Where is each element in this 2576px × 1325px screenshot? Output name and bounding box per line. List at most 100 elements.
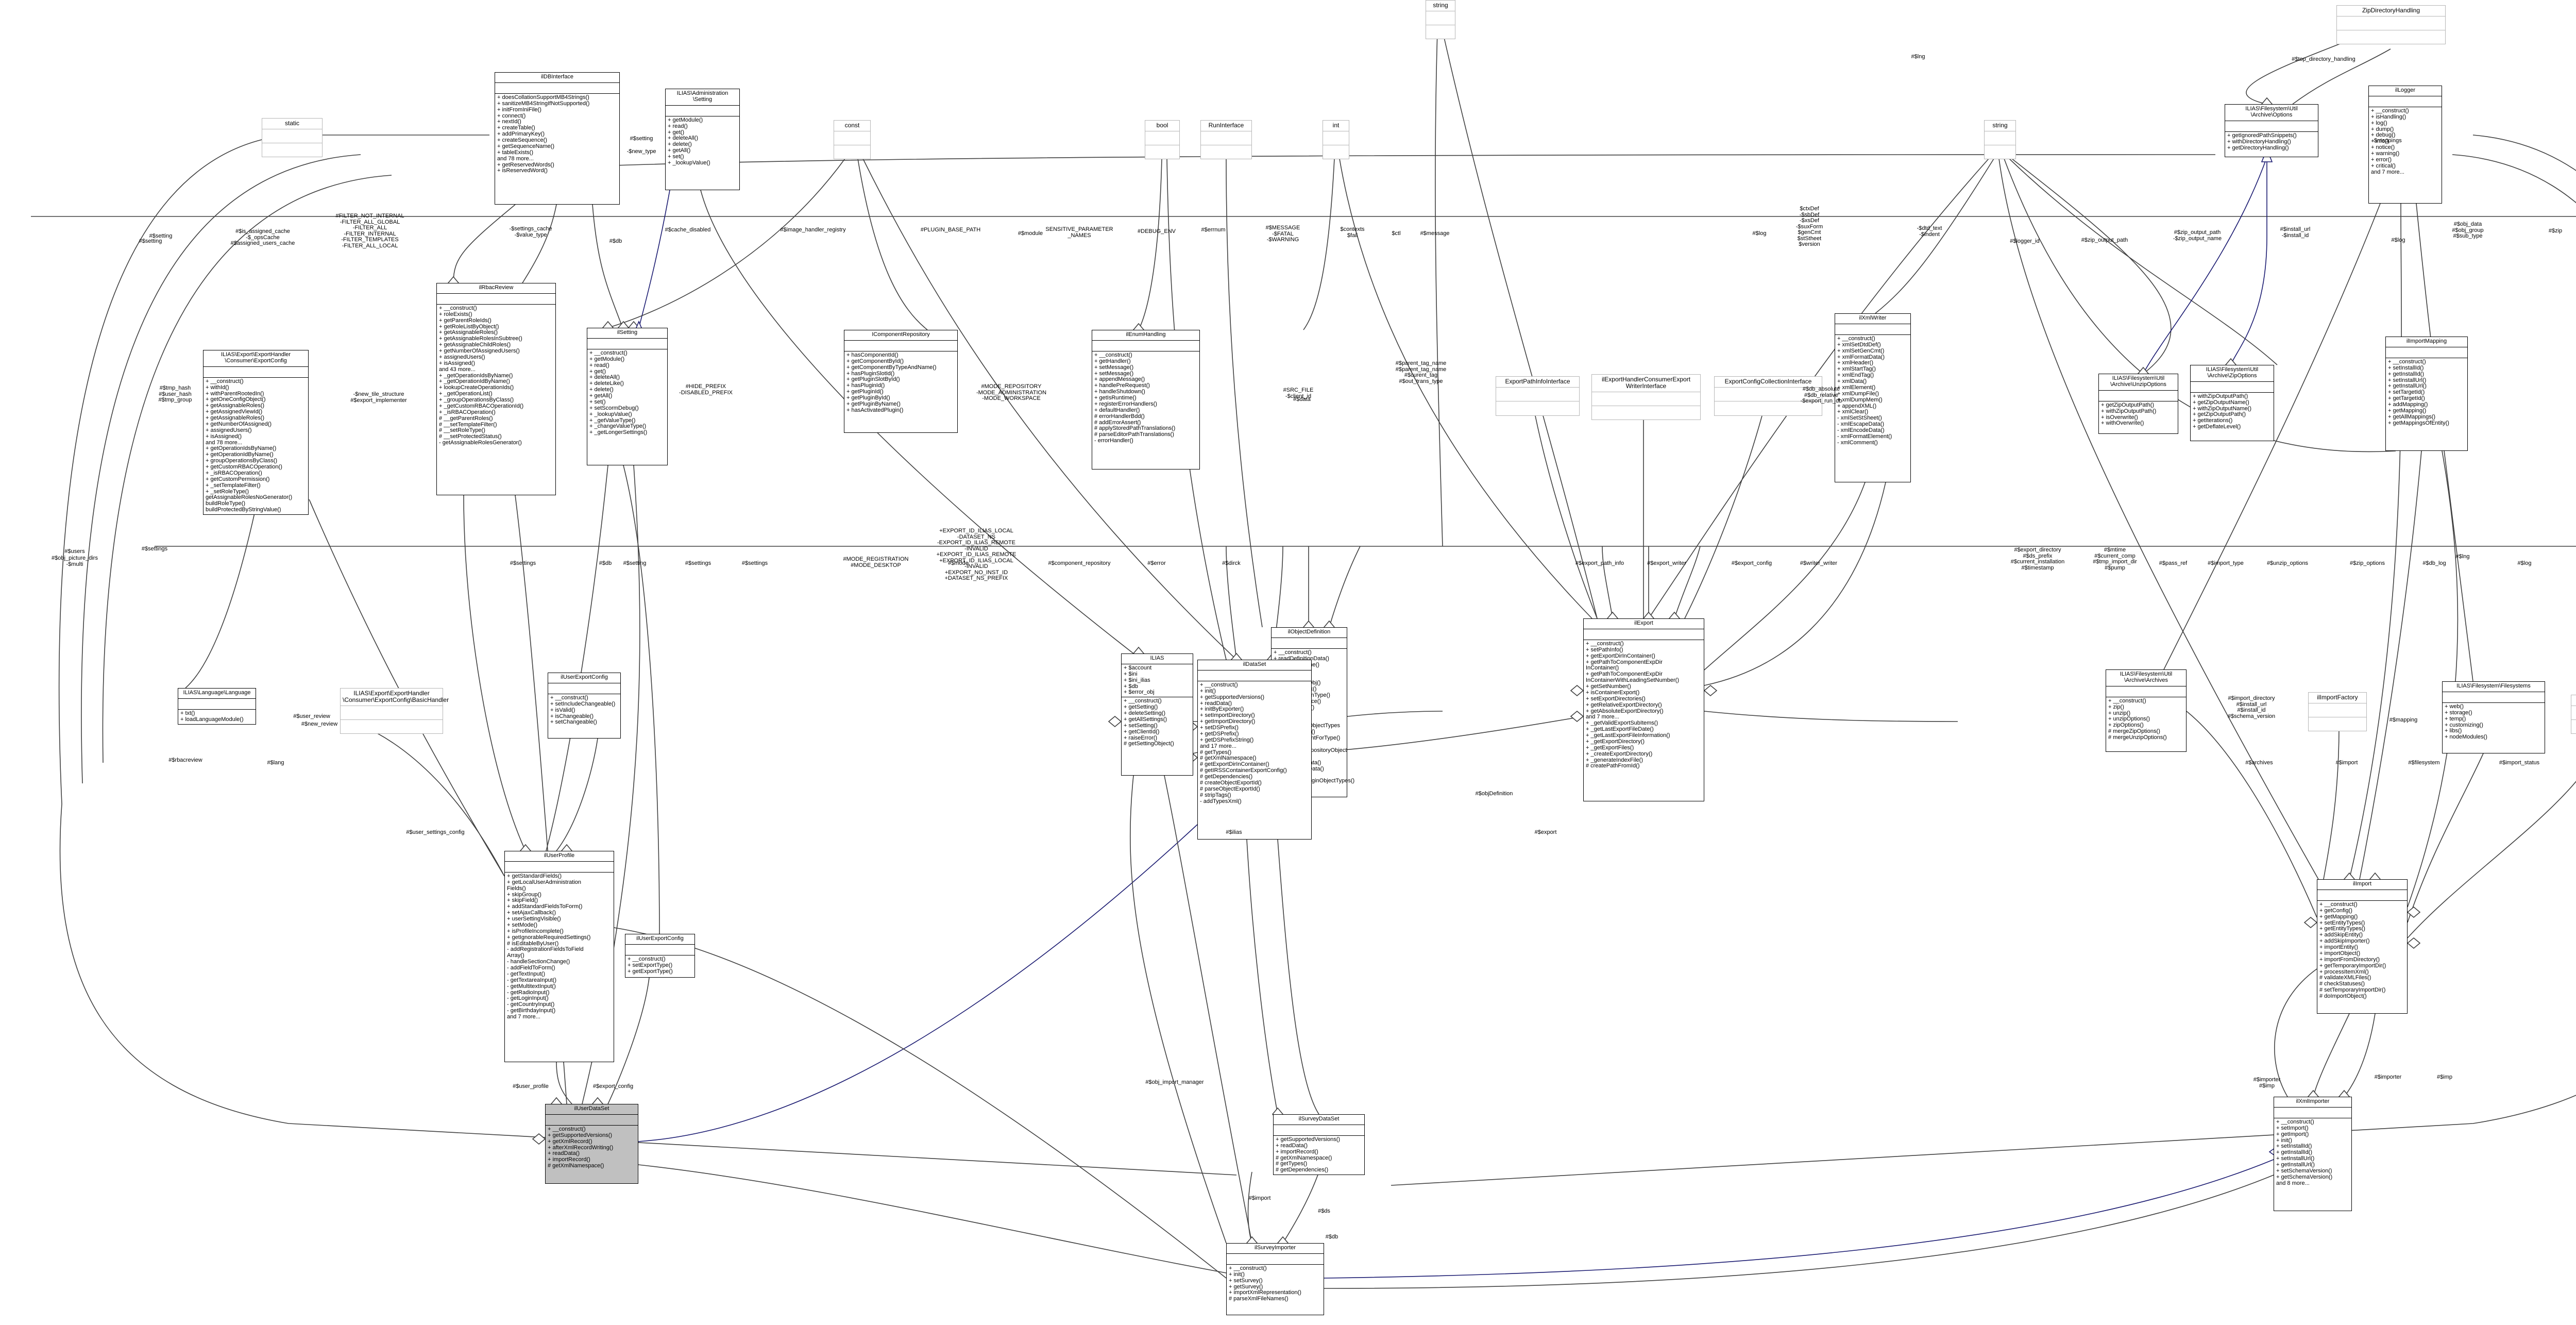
- class-attributes: [1592, 392, 1700, 406]
- class-operation-row: + __construct(): [1200, 681, 1238, 688]
- class-node-ilsurveydataset[interactable]: ilSurveyDataSet+ getSupportedVersions()+…: [1273, 1114, 1365, 1176]
- class-node-int[interactable]: int: [1323, 120, 1349, 159]
- class-operation-row: + getInstallId(): [2388, 371, 2425, 377]
- class-node-ildataset[interactable]: ilDataSet+ __construct()+ init()+ getSup…: [1197, 660, 1312, 840]
- class-node-ilias-filesystem-filesystems[interactable]: ILIAS\Filesystem\Filesystems+ web()+ sto…: [2442, 681, 2545, 753]
- class-node-ilimportfactory[interactable]: ilImportFactory: [2308, 692, 2367, 731]
- edge-label: #$new_review: [301, 721, 338, 727]
- class-operation-row: + getConfig(): [2319, 907, 2352, 914]
- edge-label: #$error: [1147, 560, 1166, 566]
- class-node-ilexport[interactable]: ilExport+ __construct()+ setPathInfo()+ …: [1583, 618, 1704, 801]
- class-node-ilenumhandling[interactable]: ilEnumHandling+ __construct()+ getHandle…: [1092, 330, 1200, 469]
- class-operation-row: + nodeModules(): [2445, 734, 2487, 741]
- class-operation-row: - xmlFormatElement(): [1837, 433, 1892, 440]
- class-operations: + withZipOutputPath()+ getZipOutputName(…: [2191, 393, 2274, 431]
- edge-label: #$lng: [1911, 54, 1925, 60]
- class-node-exportconfigcollectioninterface[interactable]: ExportConfigCollectionInterface: [1714, 376, 1822, 416]
- class-operation-row: + getTargetId(): [2388, 395, 2425, 402]
- class-operation-row: + xmlDumpMem(): [1837, 396, 1883, 403]
- class-node-ilimportstatusfactory[interactable]: ilImportStatusFactory: [2571, 695, 2576, 734]
- class-operation-row: - xmlEncodeData(): [1837, 427, 1885, 433]
- edge-label: #$logger_id: [2010, 238, 2040, 244]
- class-title: ilExport: [1584, 619, 1704, 629]
- class-node-ilsurveyimporter[interactable]: ilSurveyImporter+ __construct()+ init()+…: [1226, 1243, 1324, 1315]
- class-operations: + __construct()+ setInstallId()+ getInst…: [2386, 358, 2467, 428]
- class-title: RunInterface: [1201, 121, 1251, 131]
- class-node-ilimportmapping[interactable]: ilImportMapping+ __construct()+ setInsta…: [2385, 337, 2468, 451]
- class-operation-row: + _isRBACOperation(): [206, 469, 262, 476]
- class-node-zipdirectoryhandling[interactable]: ZipDirectoryHandling: [2336, 5, 2446, 44]
- class-node-iluserdataset[interactable]: ilUserDataSet+ __construct()+ getSupport…: [545, 1104, 638, 1184]
- class-title: ILIAS\Filesystem\Util \Archive\UnzipOpti…: [2099, 374, 2178, 391]
- class-node-ilexporthandlerconsumerexportwriterinterface[interactable]: ilExportHandlerConsumerExport WriterInte…: [1591, 374, 1701, 420]
- class-attributes: [1426, 11, 1455, 25]
- class-operation-row: + read(): [589, 362, 609, 368]
- class-operation-row: + getSetNumber(): [1586, 683, 1631, 690]
- class-operation-row: # getExportDirInContainer(): [1200, 761, 1269, 768]
- class-operation-row: and 78 more...: [206, 439, 242, 446]
- class-operation-row: + xmlSetGenCmt(): [1837, 347, 1885, 354]
- class-operation-row: # getTypes(): [1200, 749, 1232, 756]
- class-node-illogger[interactable]: ilLogger+ __construct()+ isHandling()+ l…: [2368, 86, 2442, 204]
- class-node-iluserexportconfig-mid[interactable]: ilUserExportConfig+ __construct()+ setEx…: [625, 934, 695, 978]
- class-node-ilxmlwriter[interactable]: ilXmlWriter+ __construct()+ xmlSetDtdDef…: [1835, 313, 1911, 482]
- edge-label: #$zip_output_path -$zip_output_name: [2173, 229, 2222, 242]
- class-node-const[interactable]: const: [834, 120, 871, 159]
- class-node-ilias-filesystem-util-archive-options[interactable]: ILIAS\Filesystem\Util \Archive\Options+ …: [2225, 104, 2318, 157]
- class-operation-row: Fields(): [507, 885, 526, 892]
- edge-label: #$log: [1752, 230, 1767, 237]
- class-node-bool[interactable]: bool: [1145, 120, 1180, 159]
- class-operation-row: + getIgnorableRequiredSettings(): [507, 934, 591, 941]
- class-operation-row: + createTable(): [497, 125, 535, 131]
- class-operation-row: + getModule(): [589, 356, 625, 362]
- class-operation-row: + addSkipImporter(): [2319, 938, 2370, 945]
- class-title: ExportPathInfoInterface: [1496, 377, 1579, 388]
- class-operation-row: + getComponentByTypeAndName(): [846, 364, 937, 371]
- class-node-exportpathinfointerface[interactable]: ExportPathInfoInterface: [1496, 376, 1580, 416]
- class-node-ilias-administration-setting[interactable]: ILIAS\Administration \Setting+ getModule…: [665, 89, 740, 190]
- class-node-ilias-exporthandler-consumer-exportconfig[interactable]: ILIAS\Export\ExportHandler \Consumer\Exp…: [203, 350, 309, 515]
- class-operation-row: + setExportType(): [628, 962, 673, 968]
- class-operation-row: + unzip(): [2108, 710, 2131, 716]
- class-node-ilias-filesystem-util-archive-unzipoptions[interactable]: ILIAS\Filesystem\Util \Archive\UnzipOpti…: [2098, 374, 2178, 434]
- class-operation-row: + _lookupValue(): [668, 159, 710, 166]
- class-operation-row: + setImportDirectory(): [1200, 712, 1255, 719]
- class-node-ilias-filesystem-util-archive-archives[interactable]: ILIAS\Filesystem\Util \Archive\Archives+…: [2106, 669, 2187, 752]
- class-node-runinterface[interactable]: RunInterface: [1200, 120, 1252, 159]
- class-operation-row: # getXmlNamespace(): [548, 1163, 604, 1169]
- class-title: ZipDirectoryHandling: [2337, 6, 2445, 16]
- class-node-icomponentrepository[interactable]: IComponentRepository+ hasComponentId()+ …: [844, 330, 958, 433]
- class-operation-row: + _createExportDirectory(): [1586, 750, 1653, 757]
- edge-label: $ctl: [1392, 230, 1401, 237]
- edge-label: #$zip_options: [2350, 560, 2385, 566]
- class-attributes: [2106, 686, 2186, 697]
- class-operation-row: + libs(): [2445, 728, 2462, 734]
- class-node-string-top[interactable]: string: [1426, 0, 1455, 39]
- class-node-ilias-filesystem-util-archive-zipoptions[interactable]: ILIAS\Filesystem\Util \Archive\ZipOption…: [2190, 365, 2274, 441]
- class-title: ILIAS\Filesystem\Util \Archive\Options: [2225, 105, 2318, 121]
- class-node-iluserprofile[interactable]: ilUserProfile+ getStandardFields()+ getL…: [504, 851, 614, 1062]
- class-operation-row: + storage(): [2445, 709, 2472, 716]
- class-node-iluserexportconfig-top[interactable]: ilUserExportConfig+ __construct()+ setIn…: [548, 673, 621, 739]
- class-title: static: [262, 119, 322, 129]
- class-node-ilias-language-language[interactable]: ILIAS\Language\Language+ txt()+ loadLang…: [178, 688, 256, 725]
- class-operation-row: + __construct(): [1124, 698, 1162, 705]
- edge-label: #MODE_REGISTRATION #MODE_DESKTOP: [843, 556, 909, 568]
- class-operation-row: + getAssignableRoles(): [206, 402, 265, 409]
- class-node-ilsetting[interactable]: ilSetting+ __construct()+ getModule()+ r…: [587, 328, 668, 465]
- class-node-ilxmlimporter[interactable]: ilXmlImporter+ __construct()+ setImport(…: [2274, 1097, 2352, 1211]
- class-operation-row: + get(): [589, 368, 606, 375]
- class-node-static[interactable]: static: [262, 118, 323, 157]
- class-operation-row: + _groupOperationsByClass(): [439, 397, 514, 403]
- class-operation-row: + xmlElement(): [1837, 384, 1876, 391]
- class-operation-row: + setInstallId(): [2276, 1143, 2312, 1150]
- class-node-ilias[interactable]: ILIAS+ $account+ $ini+ $ini_ilias+ $db+ …: [1121, 653, 1193, 776]
- class-operation-row: + init(): [2276, 1137, 2292, 1144]
- class-node-ildbinterface[interactable]: ilDBInterface+ doesCollationSupportMB4St…: [495, 72, 620, 205]
- class-node-ilimport[interactable]: ilImport+ __construct()+ getConfig()+ ge…: [2317, 879, 2408, 1014]
- class-node-ilrbacreview[interactable]: ilRbacReview+ __construct()+ roleExists(…: [436, 283, 556, 495]
- class-node-ilias-exporthandler-consumer-exportconfig-basichandler[interactable]: ILIAS\Export\ExportHandler \Consumer\Exp…: [340, 688, 449, 734]
- class-operation-row: # createPathFromId(): [1586, 763, 1640, 769]
- class-operation-row: + readData(): [548, 1150, 580, 1157]
- class-node-string-mid[interactable]: string: [1984, 120, 2016, 159]
